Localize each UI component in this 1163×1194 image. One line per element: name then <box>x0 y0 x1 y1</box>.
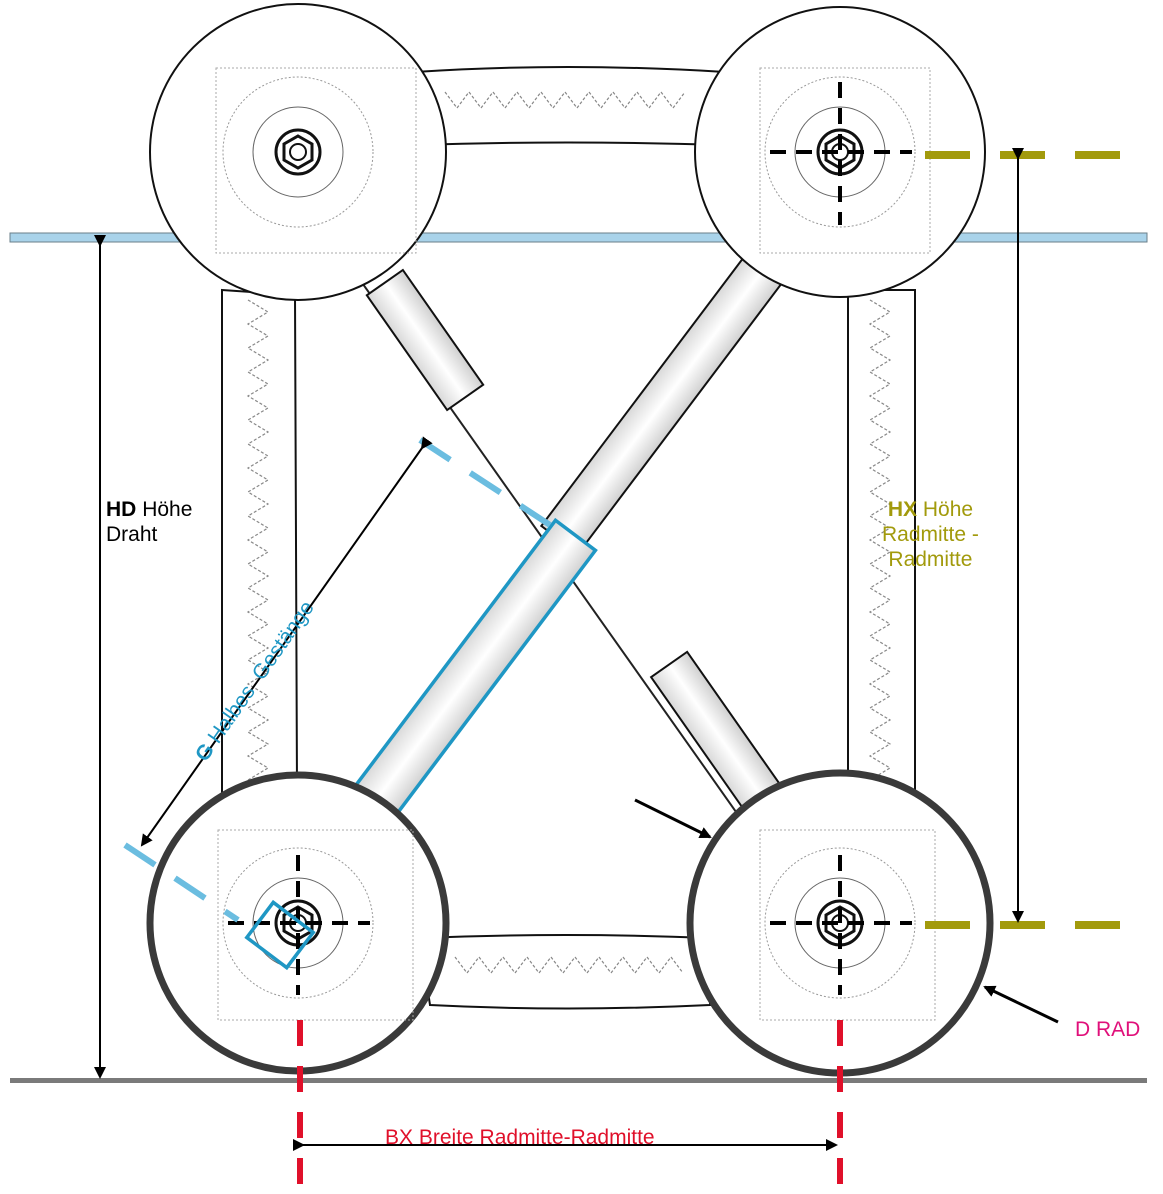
hd-label: HD Höhe Draht <box>106 497 192 547</box>
drad-pointer-arrow <box>983 985 1059 1024</box>
g-arrow <box>140 436 433 847</box>
hx-code: HX <box>887 498 917 521</box>
hx-line1: Höhe <box>922 498 974 521</box>
wheel-pointer-arrow <box>634 798 712 839</box>
tube-long-upper <box>539 244 791 556</box>
wheel-top-right <box>694 6 986 298</box>
wire <box>9 232 1148 243</box>
hx-label: HX Höhe Radmitte - Radmitte <box>882 497 979 572</box>
bx-dash-lines <box>297 1020 843 1194</box>
dimension-arrows <box>94 148 1059 1151</box>
hd-line2: Draht <box>106 523 158 546</box>
g-dash-lines <box>123 437 552 923</box>
hx-dash-lines <box>925 151 1150 929</box>
bx-text: BX Breite Radmitte-Radmitte <box>385 1126 655 1149</box>
hx-line2: Radmitte - <box>882 523 979 546</box>
wheel-top-left <box>149 3 447 301</box>
hx-line3: Radmitte <box>888 548 973 571</box>
tube-lower-right <box>649 650 781 810</box>
drad-label: D RAD <box>1075 1017 1140 1042</box>
ground-line <box>10 1078 1147 1083</box>
bx-label: BX Breite Radmitte-Radmitte <box>385 1125 655 1150</box>
bottom-belt <box>418 934 711 1010</box>
top-belt <box>414 66 726 147</box>
g-linkage-end <box>244 899 316 971</box>
tube-upper-left <box>365 268 485 412</box>
drad-text: D RAD <box>1075 1018 1141 1041</box>
hd-code: HD <box>106 498 137 521</box>
hd-line1: Höhe <box>142 498 193 521</box>
